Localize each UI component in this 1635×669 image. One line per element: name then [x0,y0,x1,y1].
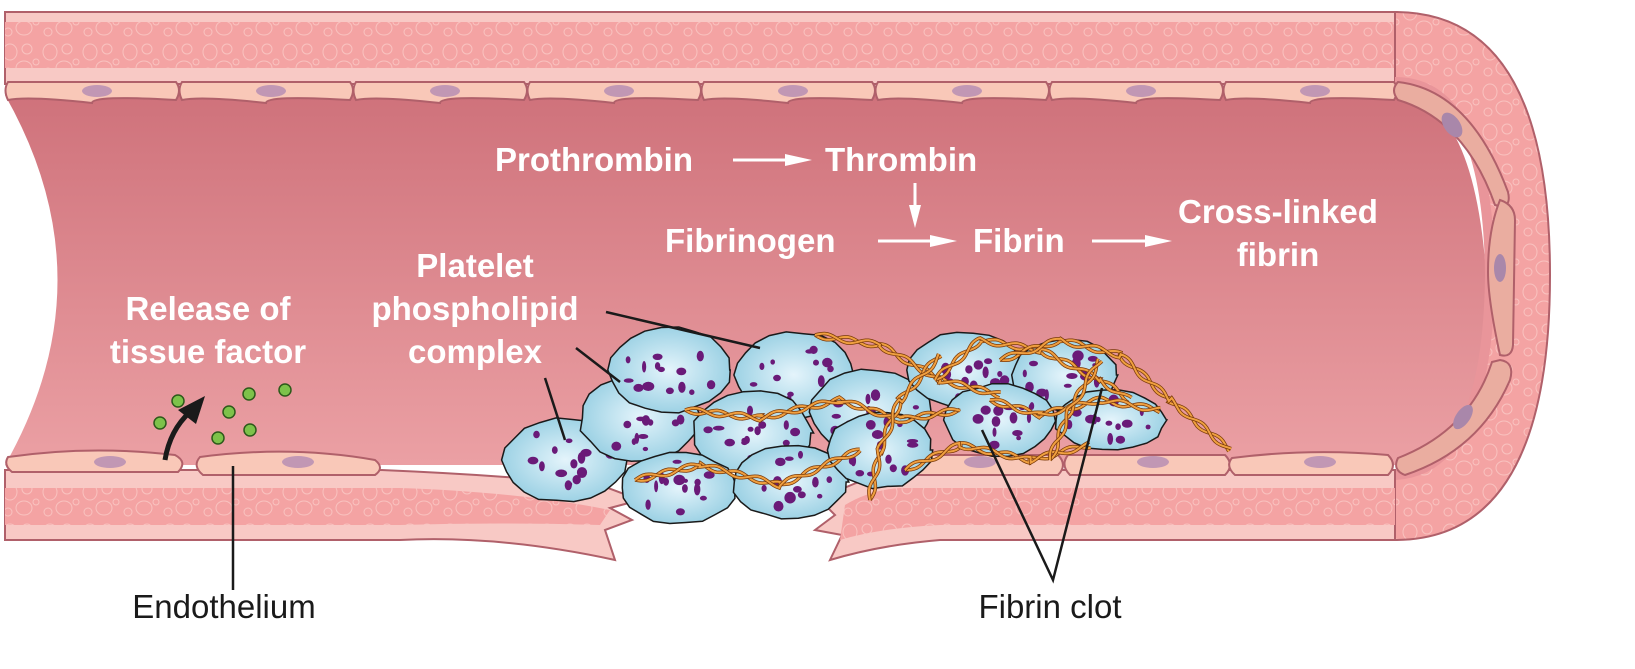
fibrin-strand [1048,358,1104,462]
cell-nucleus [256,85,286,97]
label-release-1: Release of [125,290,291,327]
platelet-cluster [500,326,1169,525]
tissue-factor-particle [153,416,167,430]
endothelium-top [4,81,1398,105]
label-thrombin: Thrombin [825,141,977,178]
label-platelet-3: complex [408,333,543,370]
fibrin-mesh [634,331,1232,501]
cell-nucleus [952,85,982,97]
tissue-factor-particle [211,431,225,445]
label-release-2: tissue factor [110,333,306,370]
cell-nucleus [1126,85,1156,97]
label-fibrin: Fibrin [973,222,1065,259]
cell-nucleus [778,85,808,97]
tissue-factor-particle [222,405,236,419]
leader-lines [231,310,1104,590]
cell-nucleus [430,85,460,97]
vessel-wall-bottom-left [4,469,644,562]
endothelium-curve [1393,80,1517,477]
cell-nucleus [82,85,112,97]
platelet [607,326,732,414]
release-arrow-icon [162,396,205,461]
cell-nucleus [604,85,634,97]
tissue-factor-particle [243,423,257,437]
cell-nucleus [1300,85,1330,97]
label-cross-linked-2: fibrin [1237,236,1319,273]
pathway-arrows [733,154,1172,247]
label-platelet-1: Platelet [416,247,533,284]
endothelium-bottom [5,449,1394,476]
platelet [942,382,1058,458]
fibrin-strand [814,331,1001,400]
fibrin-strand [998,336,1232,453]
fibrin-strand [684,395,961,425]
tissue-factor-particles [153,383,292,445]
label-cross-linked-1: Cross-linked [1178,193,1378,230]
label-platelet-2: phospholipid [371,290,578,327]
label-endothelium: Endothelium [132,588,315,625]
label-prothrombin: Prothrombin [495,141,693,178]
fibrin-strand [634,447,862,491]
vessel-wall-bottom-right [812,469,1396,562]
fibrin-strand [867,353,943,501]
tissue-factor-particle [171,394,185,408]
label-fibrin-clot: Fibrin clot [978,588,1121,625]
label-fibrinogen: Fibrinogen [665,222,835,259]
tissue-factor-particle [242,387,256,401]
tissue-factor-particle [278,383,292,397]
vessel-wall-top [4,11,1396,85]
